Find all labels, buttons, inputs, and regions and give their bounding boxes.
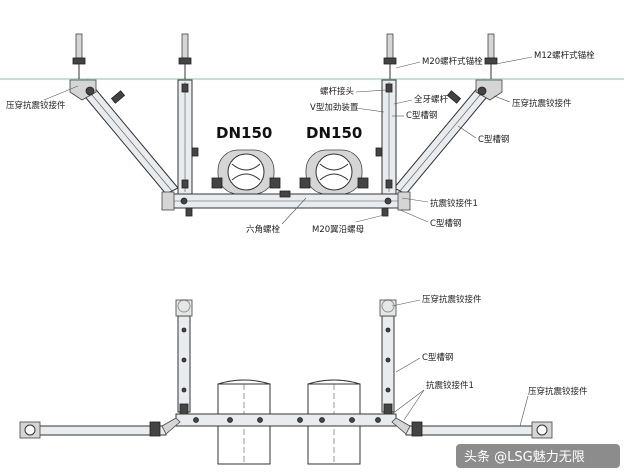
left-vertical-channel xyxy=(177,79,199,195)
pipe-size-label-left: DN150 xyxy=(216,124,272,142)
label-seismic-connector-right-plan: 压穿抗震铰接件 xyxy=(528,386,588,397)
right-anchor-bolt xyxy=(484,33,498,79)
watermark-text: 头条 @LSG魅力无限 xyxy=(464,449,585,465)
label-rod-joint: 螺杆接头 xyxy=(320,86,355,97)
label-c-channel-1: C型槽钢 xyxy=(406,110,437,121)
bottom-leader-lines xyxy=(391,299,529,427)
bottom-view: 压穿抗震铰接件 C型槽钢 抗震铰接件1 压穿抗震铰接件 xyxy=(19,294,588,465)
label-m20-anchor: M20螺杆式锚栓 xyxy=(422,56,483,67)
label-seismic-connector-right: 压穿抗震铰接件 xyxy=(512,98,572,109)
left-diagonal-brace xyxy=(69,79,179,195)
right-vertical-channel xyxy=(375,79,397,195)
watermark: 头条 @LSG魅力无限 xyxy=(456,444,620,468)
right-vertical-channel-plan xyxy=(379,299,397,415)
label-c-channel-plan: C型槽钢 xyxy=(422,352,453,363)
right-horizontal-brace xyxy=(391,417,553,439)
pipe-clamp-left xyxy=(211,149,281,195)
label-seismic-hinge-1-plan: 抗震铰接件1 xyxy=(426,380,474,391)
mid-left-anchor-bolt xyxy=(178,33,192,79)
label-hex-bolt: 六角螺栓 xyxy=(246,224,281,235)
left-vertical-channel-plan xyxy=(175,299,193,415)
pipe-clamp-right xyxy=(299,149,369,195)
label-seismic-connector-top: 压穿抗震铰接件 xyxy=(422,294,482,305)
left-horizontal-brace xyxy=(19,417,181,439)
label-m12-anchor: M12螺杆式锚栓 xyxy=(534,50,595,61)
label-v-brace: V型加劲装置 xyxy=(310,102,359,113)
base-channel-plan xyxy=(175,413,397,427)
left-anchor-bolt xyxy=(72,33,86,79)
pipe-size-label-right: DN150 xyxy=(306,124,362,142)
mid-right-anchor-bolt xyxy=(383,33,397,79)
label-threaded-rod: 全牙螺杆 xyxy=(414,94,449,105)
top-view: DN150 DN150 M20螺杆式锚栓 M12螺杆式锚栓 螺杆接头 全牙螺杆 … xyxy=(0,33,624,235)
label-flange-nut: M20翼沿螺母 xyxy=(312,224,364,235)
label-c-channel-3: C型槽钢 xyxy=(430,218,461,229)
label-seismic-hinge-1: 抗震铰接件1 xyxy=(430,198,478,209)
label-seismic-connector-left: 压穿抗震铰接件 xyxy=(6,100,66,111)
label-c-channel-2: C型槽钢 xyxy=(478,134,509,145)
base-channel xyxy=(161,190,411,217)
top-leader-lines xyxy=(43,56,533,225)
